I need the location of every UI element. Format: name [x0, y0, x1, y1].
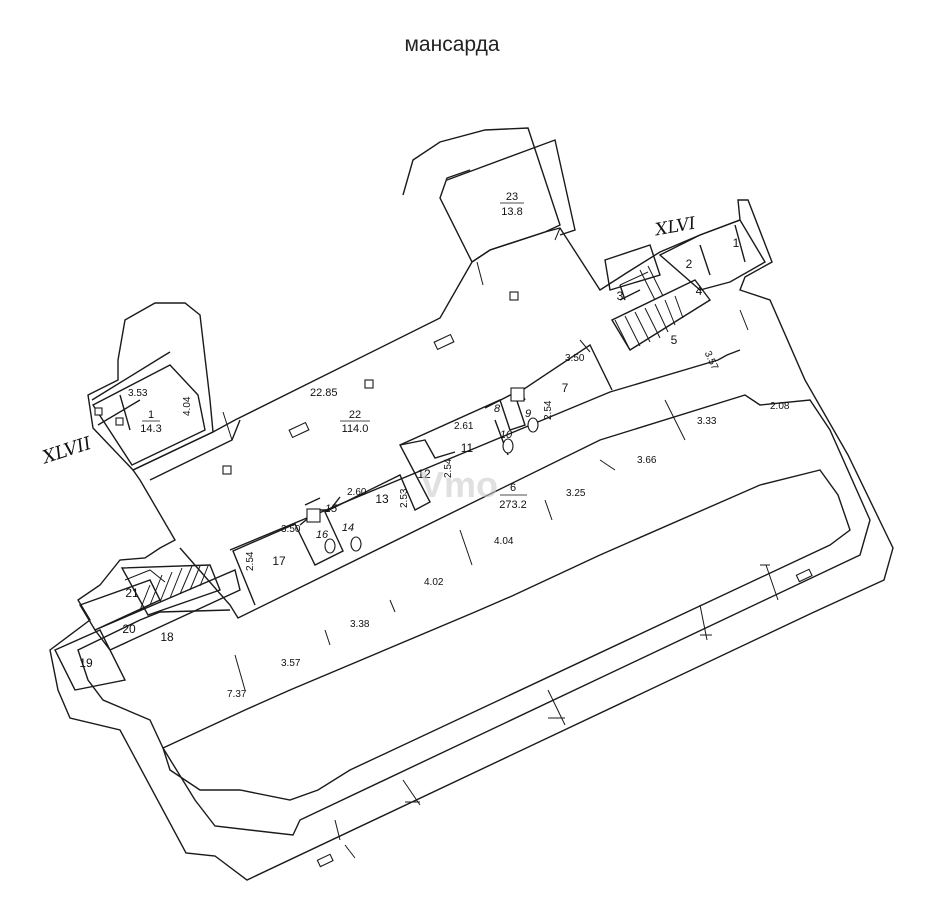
dim-3-66: 3.66 — [637, 455, 657, 466]
room-7-number: 7 — [562, 381, 569, 395]
dim-4-04-a: 4.04 — [182, 396, 193, 416]
dim-3-33: 3.33 — [697, 416, 717, 427]
section-mark-left: XLVII — [38, 433, 95, 469]
room-12-number: 12 — [417, 467, 431, 481]
room-9-number: 9 — [525, 408, 531, 420]
dim-3-50-a: 3.50 — [565, 353, 585, 364]
dim-2-61: 2.61 — [454, 421, 474, 432]
room-3-number: 3 — [617, 289, 624, 303]
staircase-right — [614, 265, 684, 351]
dim-3-25: 3.25 — [566, 488, 586, 499]
room-17-number: 17 — [272, 554, 286, 568]
room-2b-number: 2 — [686, 257, 693, 271]
dim-2-53: 2.53 — [399, 488, 410, 508]
room-4-number: 4 — [696, 284, 703, 298]
dim-3-50-b: 3.50 — [281, 524, 301, 535]
room-22-area: 114.0 — [342, 423, 369, 435]
room-11-number: 11 — [461, 441, 474, 455]
room-5-number: 5 — [671, 333, 678, 347]
room-14-number: 14 — [342, 522, 354, 534]
dim-7-37: 7.37 — [227, 689, 247, 700]
room-18-number: 18 — [160, 630, 174, 644]
columns — [94, 291, 813, 868]
room-22-number: 22 — [349, 409, 361, 421]
dim-3-57-a: 3.57 — [281, 658, 301, 669]
room-2-number: 1 — [733, 236, 740, 250]
room-21-number: 21 — [125, 586, 139, 600]
bathroom-fixtures — [306, 387, 539, 554]
room-labels: 1 14.3 1 2 3 4 5 6 273.2 7 8 9 10 11 12 … — [79, 191, 739, 670]
dimension-labels: 3.53 4.04 22.85 3.50 2.61 2.54 2.54 2.60… — [128, 349, 790, 700]
room-1-number: 1 — [148, 409, 154, 421]
dim-3-38: 3.38 — [350, 619, 370, 630]
room-6-number: 6 — [510, 482, 516, 494]
room-16-number: 16 — [316, 529, 329, 541]
room-19-number: 19 — [79, 656, 93, 670]
dim-4-02: 4.02 — [424, 577, 444, 588]
dim-2-54-c: 2.54 — [245, 551, 256, 571]
dim-2-54-a: 2.54 — [543, 400, 554, 420]
room-23-number: 23 — [506, 191, 518, 203]
room-15-number: 15 — [325, 503, 338, 515]
dim-2-60: 2.60 — [347, 487, 367, 498]
room-23-area: 13.8 — [501, 206, 522, 218]
plan-title: мансарда — [404, 33, 499, 56]
room-20-number: 20 — [122, 622, 136, 636]
dim-22-85: 22.85 — [310, 387, 338, 399]
room-10-number: 10 — [500, 429, 513, 441]
dim-3-57-b: 3.57 — [702, 349, 720, 372]
room-6-area: 273.2 — [499, 499, 527, 511]
watermark: Vmo — [420, 464, 498, 505]
room-8-number: 8 — [494, 403, 501, 415]
staircase-left — [124, 565, 209, 611]
dim-2-08: 2.08 — [770, 401, 790, 412]
room-13-number: 13 — [375, 492, 389, 506]
section-mark-right: XLVI — [652, 214, 697, 241]
dim-3-53: 3.53 — [128, 388, 148, 399]
room-1-area: 14.3 — [140, 423, 161, 435]
dim-4-04-b: 4.04 — [494, 536, 514, 547]
dim-2-54-b: 2.54 — [443, 458, 454, 478]
